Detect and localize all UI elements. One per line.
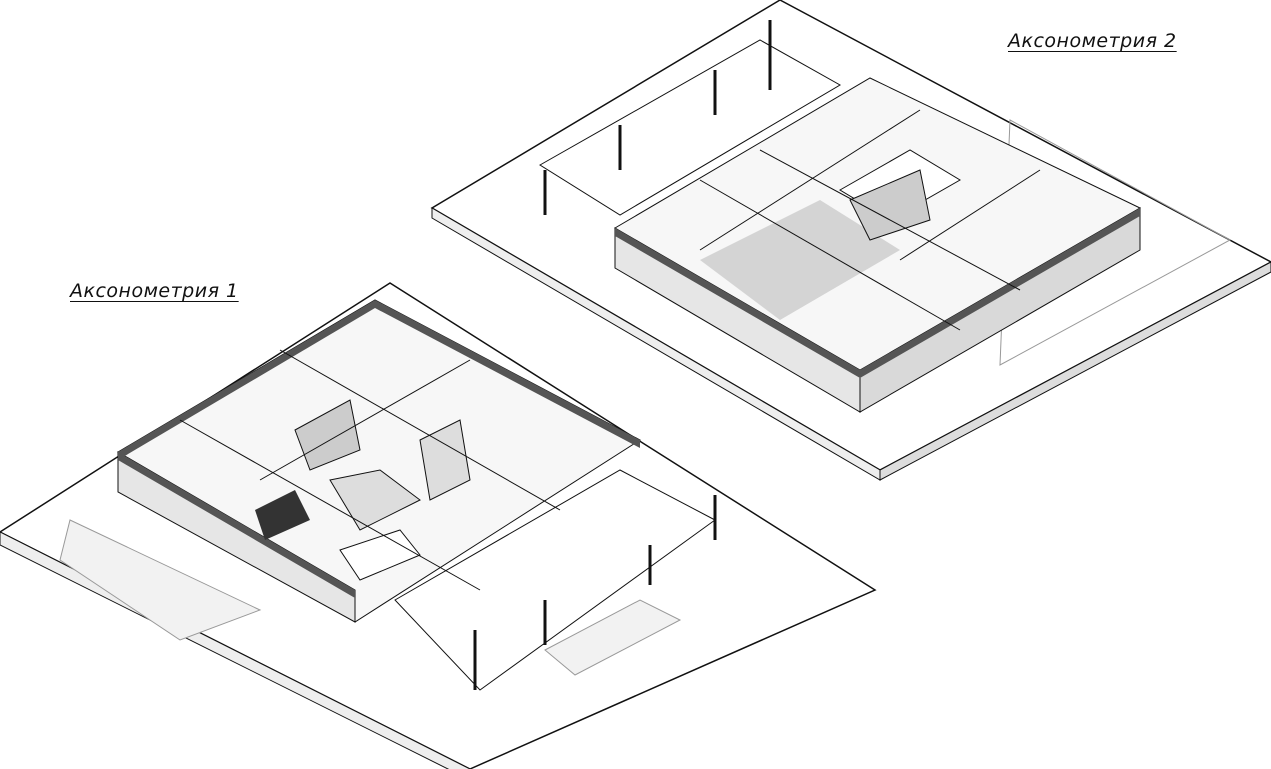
house-1 <box>117 299 717 691</box>
house-2 <box>539 20 1141 413</box>
axonometry-1-label: Аксонометрия 1 <box>70 280 239 302</box>
axonometry-2-label: Аксонометрия 2 <box>1008 30 1177 52</box>
